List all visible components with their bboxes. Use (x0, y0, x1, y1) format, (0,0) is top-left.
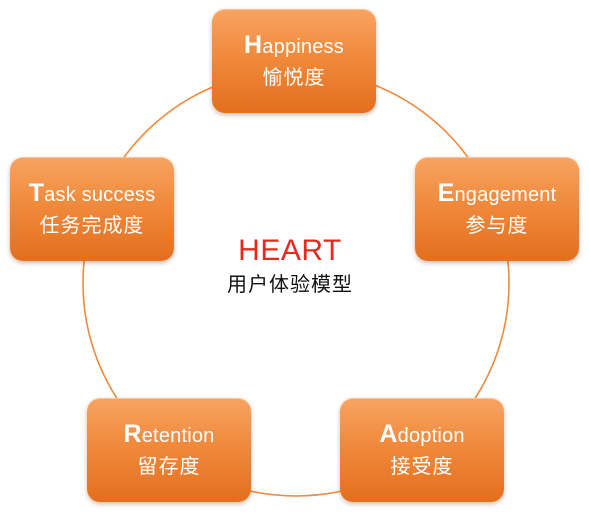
node-label-en: Happiness (244, 31, 344, 59)
center-label: HEART 用户体验模型 (180, 232, 400, 298)
node-adoption: Adoption 接受度 (340, 398, 504, 502)
node-happiness: Happiness 愉悦度 (212, 9, 376, 113)
model-title: HEART (238, 234, 342, 267)
node-label-zh: 留存度 (137, 454, 201, 478)
node-label-zh: 接受度 (390, 454, 454, 478)
node-label-en: Task success (28, 179, 156, 207)
model-subtitle: 用户体验模型 (227, 272, 353, 296)
node-label-zh: 愉悦度 (262, 65, 326, 89)
node-task-success: Task success 任务完成度 (10, 157, 174, 261)
node-label-en: Engagement (437, 179, 557, 207)
node-label-zh: 参与度 (465, 213, 529, 237)
node-label-en: Retention (123, 420, 215, 448)
node-engagement: Engagement 参与度 (415, 157, 579, 261)
node-label-zh: 任务完成度 (39, 213, 145, 237)
node-retention: Retention 留存度 (87, 398, 251, 502)
node-label-en: Adoption (379, 420, 465, 448)
